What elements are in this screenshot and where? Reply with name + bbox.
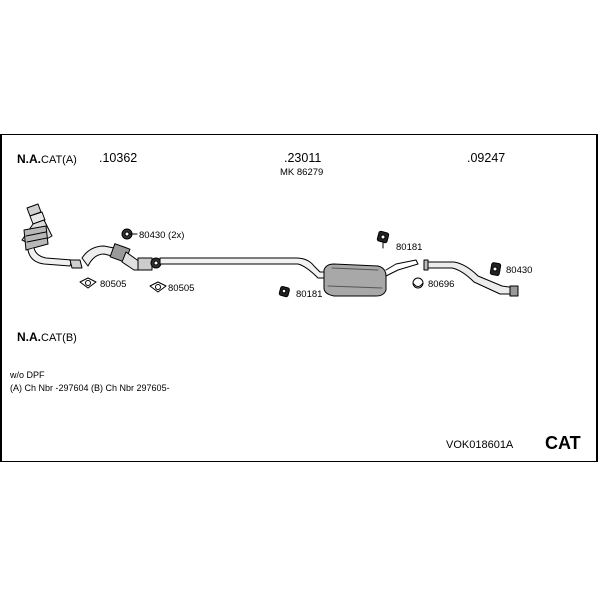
clamp-icon <box>121 228 138 240</box>
part-number-front: .10362 <box>99 151 138 165</box>
note-line-2: (A) Ch Nbr -297604 (B) Ch Nbr 297605- <box>10 383 170 393</box>
section-a-heading: N.A.CAT(A) <box>17 153 77 166</box>
clamp-small-icon <box>150 257 162 269</box>
label-hanger-rear-right: 80430 <box>506 265 533 276</box>
label-gasket-left: 80505 <box>100 279 127 290</box>
catalytic-converter <box>21 203 53 251</box>
label-gasket-right: 80505 <box>168 283 195 294</box>
silencer <box>323 259 419 297</box>
label-hanger-middle: 80181 <box>296 289 323 300</box>
ring-rear-icon <box>412 277 424 289</box>
diagram-code: VOK018601A <box>446 439 514 451</box>
label-hanger-rear-top: 80181 <box>396 242 423 253</box>
part-number-middle: .23011 <box>284 151 322 165</box>
hanger-rear-top-icon <box>376 230 390 249</box>
part-number-middle-ref: MK 86279 <box>280 167 324 178</box>
section-b-heading: N.A.CAT(B) <box>17 331 77 344</box>
section-b-suffix: CAT(B) <box>41 332 77 344</box>
cat-badge: CAT <box>545 433 581 453</box>
gasket-right-icon <box>149 281 167 293</box>
note-line-1: w/o DPF <box>10 370 45 380</box>
section-b-prefix: N.A. <box>17 330 41 344</box>
label-ring-rear: 80696 <box>428 279 455 290</box>
section-a-prefix: N.A. <box>17 152 41 166</box>
diagram-frame <box>0 134 598 462</box>
part-number-rear: .09247 <box>467 151 506 165</box>
label-clamp-double: 80430 (2x) <box>139 230 185 241</box>
hanger-rear-right-icon <box>489 262 502 276</box>
hanger-middle-icon <box>278 286 290 298</box>
front-pipe <box>27 247 73 267</box>
gasket-left-icon <box>79 277 97 289</box>
middle-pipe <box>159 257 327 279</box>
flex-pipe <box>81 243 153 271</box>
section-a-suffix: CAT(A) <box>41 154 77 166</box>
